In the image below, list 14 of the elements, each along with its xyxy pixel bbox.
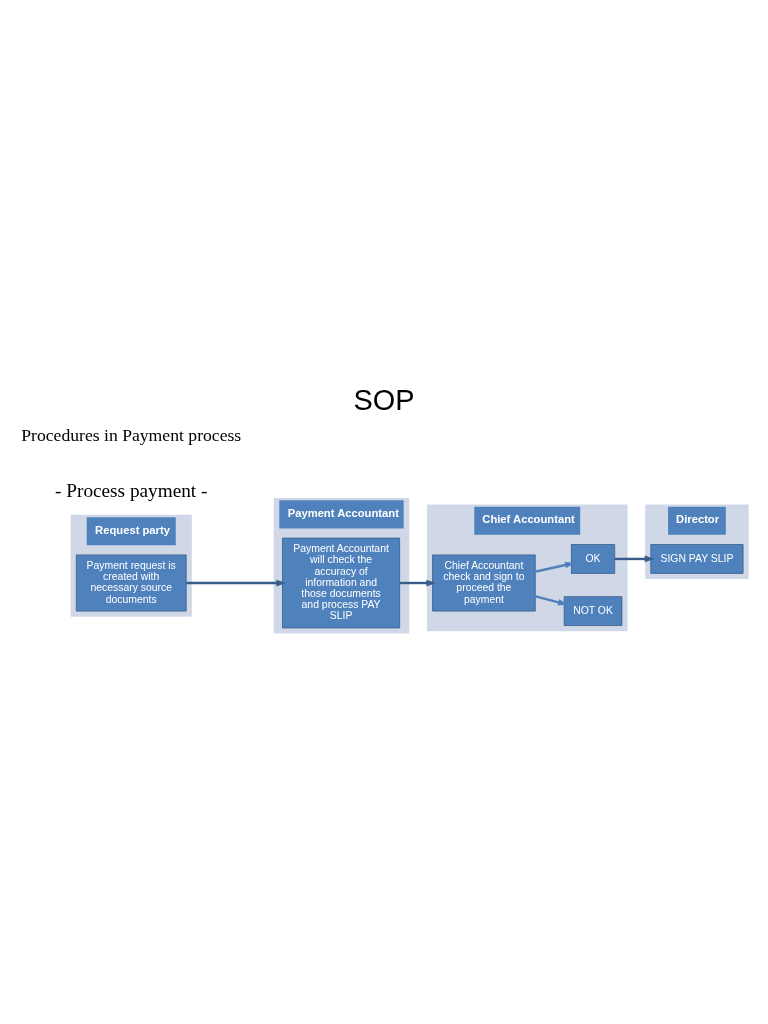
node-box: Payment request is created with necessary source documents (75, 554, 187, 612)
label: Procedures in Payment process (21, 425, 242, 446)
arrow (535, 561, 575, 573)
arrow (186, 579, 286, 587)
diagram-title: SOP (353, 383, 415, 416)
arrow (614, 555, 655, 563)
node-box: Payment Accountant will check the accuracy of information and those documents and process PAY SLIP (282, 537, 401, 629)
node-box: Chief Accountant check and sign to proceed the payment (432, 554, 536, 612)
arrow (535, 595, 568, 606)
node-box: NOT OK (563, 596, 623, 626)
arrow (399, 579, 436, 587)
node-box: OK (570, 544, 616, 574)
node-box: SIGN PAY SLIP (650, 544, 744, 574)
label: - Process payment - (55, 479, 208, 501)
